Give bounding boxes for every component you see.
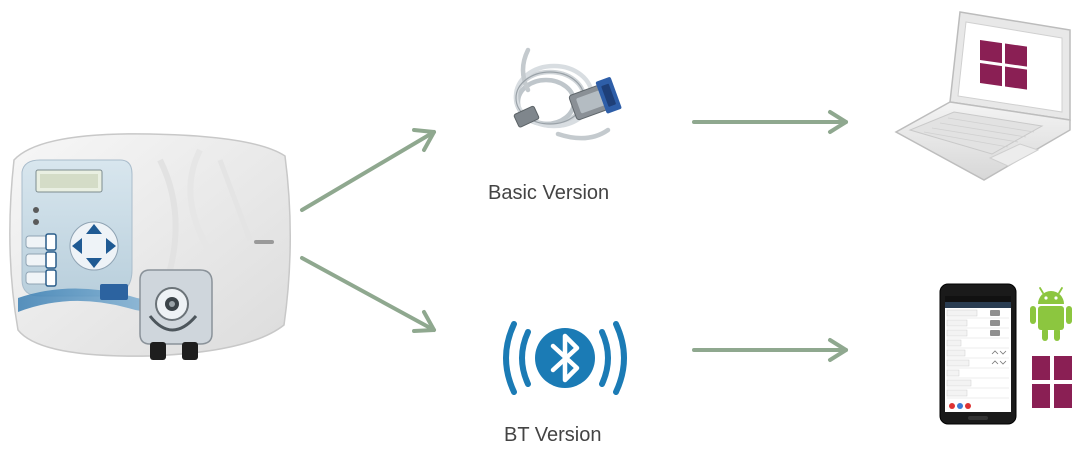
pump-controller-device [0,120,300,380]
smartphone-app-icon [938,282,1020,428]
arrow-bt-to-phone [692,338,848,362]
windows-icon [1032,356,1072,408]
arrow-device-to-basic [300,128,436,212]
serial-cable-icon [498,40,628,150]
basic-version-label: Basic Version [488,182,610,204]
bluetooth-icon [498,318,632,398]
android-icon [1030,284,1072,342]
laptop-windows-icon [892,8,1072,186]
arrow-basic-to-laptop [692,110,848,134]
arrow-device-to-bt [300,256,436,333]
bt-version-label: BT Version [504,424,602,446]
